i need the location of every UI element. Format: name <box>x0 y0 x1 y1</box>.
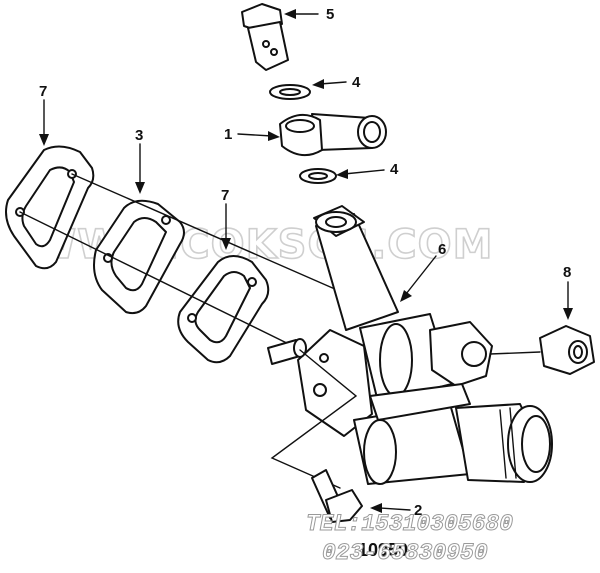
callout-5: 5 <box>326 6 334 23</box>
banjo-fitting <box>279 113 387 157</box>
gasket-left <box>5 145 95 270</box>
callout-7-left: 7 <box>39 83 47 100</box>
callout-8: 8 <box>563 264 571 281</box>
footer-tel: TEL:15310305680 <box>306 511 513 537</box>
callout-4-upper: 4 <box>352 74 361 91</box>
callout-3: 3 <box>135 127 143 144</box>
nut-alignment-line <box>489 351 541 355</box>
drawing-code: 10950 <box>358 540 408 560</box>
callout-6: 6 <box>438 241 446 258</box>
callout-2: 2 <box>414 502 422 519</box>
callout-7-right: 7 <box>221 187 229 204</box>
footer-phone: 023-65830950 <box>322 540 488 566</box>
hex-nut <box>539 325 595 375</box>
banjo-bolt <box>241 3 289 71</box>
stud-leader-line <box>270 349 358 489</box>
callout-1: 1 <box>224 126 232 143</box>
callout-4-lower: 4 <box>390 161 399 178</box>
fuel-pump-body <box>297 205 553 485</box>
alignment-line-lower <box>19 211 306 353</box>
capscrew <box>311 469 363 523</box>
gasket-middle <box>93 199 185 315</box>
callout-arrows <box>39 9 573 513</box>
gasket-right <box>177 255 270 364</box>
alignment-line-upper <box>71 173 361 301</box>
